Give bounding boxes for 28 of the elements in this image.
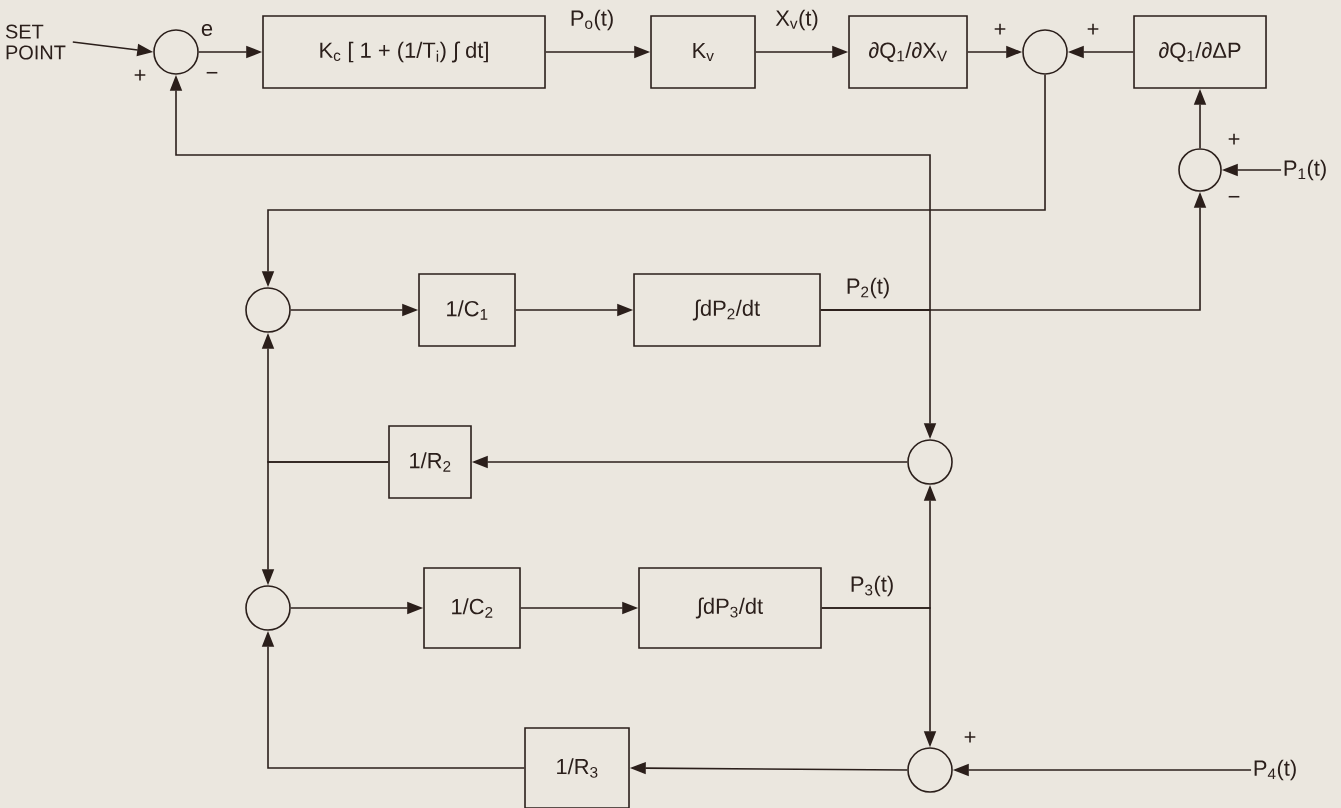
block-box: 1/R$_{3}$ — [524, 727, 630, 808]
summing-junction — [1022, 29, 1068, 75]
summing-junction — [907, 439, 953, 485]
summing-junction — [153, 29, 199, 75]
sign-label: − — [1228, 195, 1240, 198]
summing-junction — [1178, 148, 1222, 192]
sign-label: + — [964, 731, 976, 743]
block-box: 1/R$_{2}$ — [388, 425, 472, 499]
sign-label: + — [1087, 23, 1099, 35]
block-box: ∂Q$_{1}$/∂X$_{V}$ — [848, 15, 968, 89]
sign-label: + — [1228, 133, 1240, 145]
summing-junction — [245, 585, 291, 631]
summing-junction — [245, 287, 291, 333]
block-box: 1/C$_{2}$ — [423, 567, 521, 649]
block-box: K$_{c}$ [ 1 + (1/T$_{i}$) ∫ dt] — [262, 15, 546, 89]
sign-label: + — [994, 23, 1006, 35]
summing-junction — [907, 747, 953, 793]
signal-label: P$_{1}$(t) — [1284, 159, 1326, 181]
sign-label: + — [134, 69, 146, 81]
sign-label: − — [206, 71, 218, 74]
block-box: ∂Q$_{1}$/∂ΔP — [1133, 15, 1267, 89]
block-box: ∫dP$_{3}$/dt — [638, 567, 822, 649]
block-box: ∫dP$_{2}$/dt — [633, 273, 821, 347]
block-box: 1/C$_{1}$ — [418, 273, 516, 347]
edge-label: X$_{v}$(t) — [774, 8, 820, 32]
block-box: K$_{v}$ — [650, 15, 756, 89]
signal-label: SET POINT — [5, 24, 66, 60]
signal-label: P$_{4}$(t) — [1254, 759, 1296, 781]
